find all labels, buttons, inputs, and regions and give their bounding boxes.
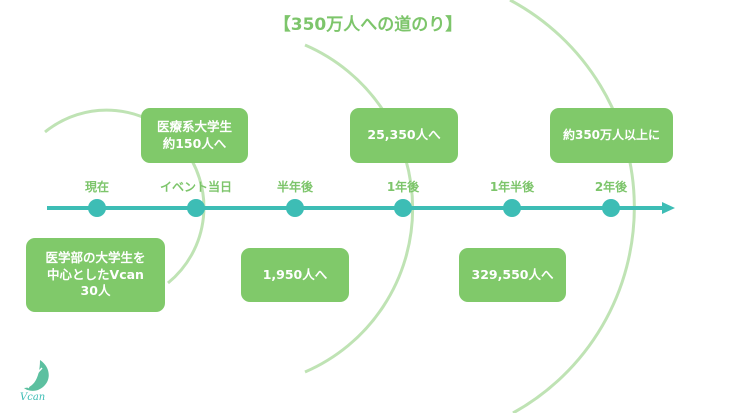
milestone-box-event: 医療系大学生 約150人へ <box>141 108 248 163</box>
milestone-text: 中心としたVcan <box>47 266 144 282</box>
milestone-text: 25,350人へ <box>367 127 441 143</box>
timeline-label-two-year: 2年後 <box>594 180 628 194</box>
milestone-box-now: 医学部の大学生を 中心としたVcan 30人 <box>26 238 165 312</box>
timeline-label-now: 現在 <box>84 180 109 194</box>
milestone-text: 医学部の大学生を <box>45 249 146 265</box>
milestone-box-one-year: 25,350人へ <box>350 108 458 163</box>
timeline-dot-half-year <box>286 199 304 217</box>
milestone-text: 30人 <box>80 283 111 299</box>
timeline-dot-two-year <box>602 199 620 217</box>
timeline-label-event: イベント当日 <box>159 180 232 194</box>
timeline-arrowhead <box>662 202 675 214</box>
timeline-dot-event <box>187 199 205 217</box>
timeline-label-one-year: 1年後 <box>386 180 420 194</box>
growth-arc-3 <box>509 0 636 413</box>
timeline-dot-now <box>88 199 106 217</box>
timeline-label-one-half-year: 1年半後 <box>489 180 535 194</box>
milestone-text: 1,950人へ <box>262 266 328 282</box>
milestone-text: 医療系大学生 <box>156 118 232 134</box>
timeline-dot-one-half-year <box>503 199 521 217</box>
page-title: 【350万人への道のり】 <box>273 15 463 35</box>
svg-text:Vcan: Vcan <box>20 392 45 402</box>
milestone-text: 329,550人へ <box>471 266 554 282</box>
timeline-label-half-year: 半年後 <box>276 180 313 194</box>
vcan-logo: Vcan <box>18 358 54 406</box>
milestone-text: 約350万人以上に <box>562 128 661 143</box>
milestone-box-one-half-year: 329,550人へ <box>459 248 566 302</box>
timeline-dot-one-year <box>394 199 412 217</box>
milestone-box-two-year: 約350万人以上に <box>550 108 673 163</box>
milestone-box-half-year: 1,950人へ <box>241 248 349 302</box>
milestone-text: 約150人へ <box>162 135 227 151</box>
